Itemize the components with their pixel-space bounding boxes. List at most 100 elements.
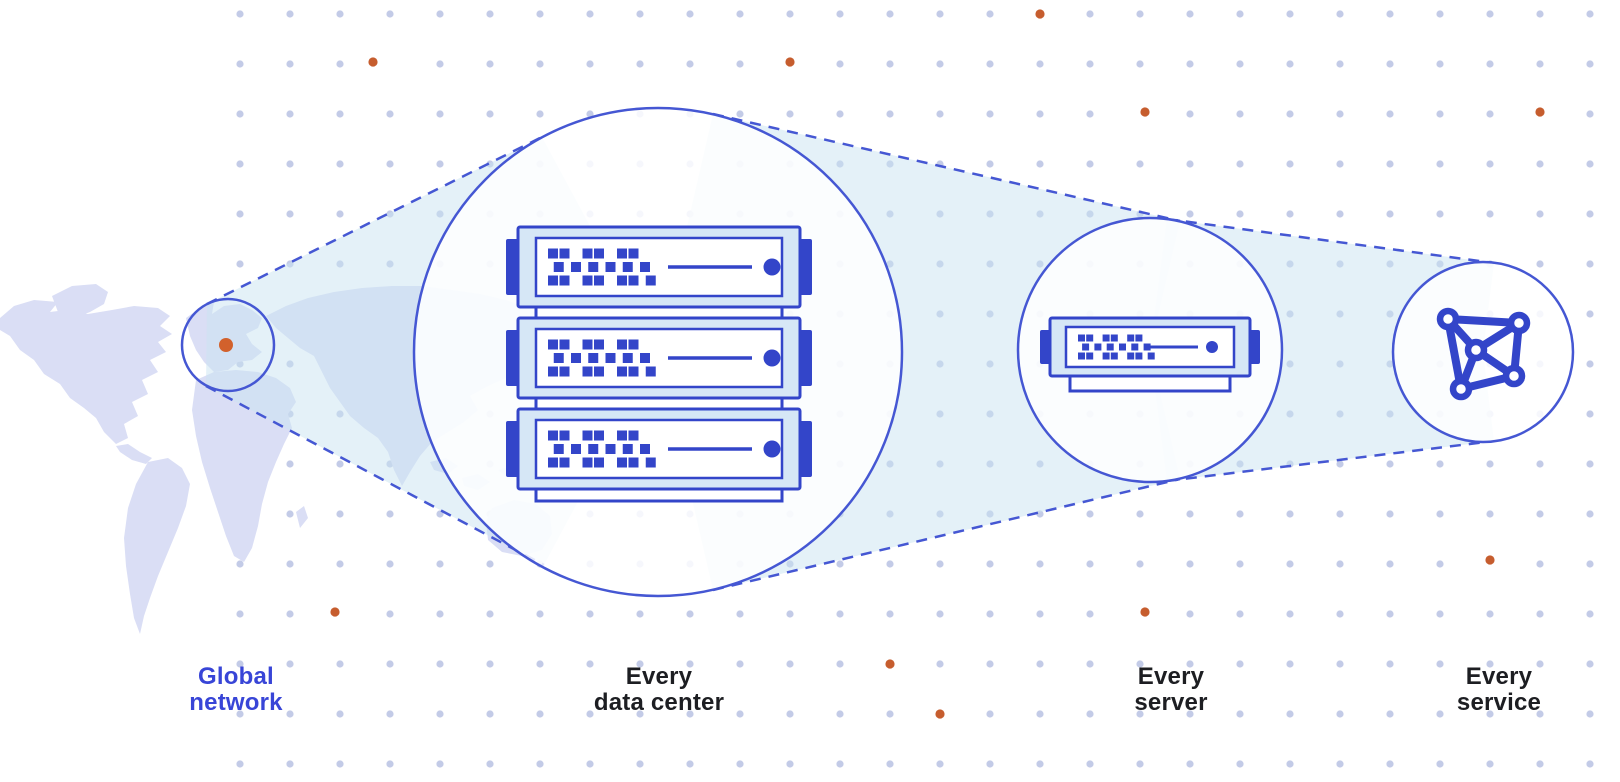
vent-square [1110, 334, 1118, 342]
grid-dot [336, 560, 344, 568]
grid-dot [1336, 560, 1344, 568]
grid-dot [586, 660, 594, 668]
grid-dot [286, 760, 294, 768]
vent-square [640, 353, 650, 363]
grid-dot [1436, 160, 1444, 168]
grid-dot [736, 60, 744, 68]
vent-square [594, 339, 604, 350]
grid-dot [836, 110, 844, 118]
grid-dot [1586, 10, 1594, 18]
mesh-node [1436, 307, 1460, 331]
vent-square [1086, 334, 1094, 342]
grid-dot [1336, 510, 1344, 518]
grid-dot [736, 760, 744, 768]
grid-dot [286, 10, 294, 18]
grid-dot [1436, 760, 1444, 768]
vent-square [617, 248, 627, 259]
grid-dot [1536, 160, 1544, 168]
grid-dot [886, 760, 894, 768]
grid-dot [1386, 710, 1394, 718]
grid-dot [486, 610, 494, 618]
grid-dot [386, 610, 394, 618]
label-line: Every [1137, 663, 1205, 690]
grid-dot [536, 110, 544, 118]
vent-square [559, 430, 570, 441]
grid-dot [1086, 510, 1094, 518]
grid-dot [1486, 110, 1494, 118]
server-unit [506, 225, 812, 309]
grid-dot [686, 660, 694, 668]
grid-dot [1186, 760, 1194, 768]
vent-square [628, 430, 639, 441]
vent-square [640, 262, 650, 272]
grid-dot [736, 10, 744, 18]
grid-dot [1536, 660, 1544, 668]
grid-dot [1086, 760, 1094, 768]
grid-dot [436, 610, 444, 618]
grid-dot [1186, 110, 1194, 118]
grid-dot [1186, 610, 1194, 618]
service-mesh-icon [1436, 307, 1531, 401]
grid-dot [1236, 210, 1244, 218]
accent-dot [1140, 607, 1150, 617]
vent-square [628, 248, 639, 259]
grid-dot [386, 560, 394, 568]
grid-dot [936, 760, 944, 768]
grid-dot [236, 60, 244, 68]
grid-dot [1386, 210, 1394, 218]
grid-dot [1536, 710, 1544, 718]
grid-dot [486, 60, 494, 68]
grid-dot [386, 10, 394, 18]
grid-dot [486, 760, 494, 768]
vent-square [594, 457, 604, 468]
grid-dot [1586, 160, 1594, 168]
grid-dot [336, 660, 344, 668]
grid-dot [1136, 710, 1144, 718]
grid-dot [1086, 610, 1094, 618]
grid-dot [836, 760, 844, 768]
grid-dot [1436, 60, 1444, 68]
server-unit [1040, 316, 1260, 378]
grid-dot [1536, 510, 1544, 518]
grid-dot [1436, 510, 1444, 518]
grid-dot [1436, 10, 1444, 18]
grid-dot [786, 710, 794, 718]
grid-dot [886, 10, 894, 18]
grid-dot [1486, 760, 1494, 768]
mesh-edge [1447, 315, 1520, 327]
grid-dot [1336, 210, 1344, 218]
grid-dot [1186, 710, 1194, 718]
grid-dot [1236, 560, 1244, 568]
grid-dot [236, 760, 244, 768]
grid-dot [1186, 660, 1194, 668]
vent-square [1147, 352, 1155, 360]
grid-dot [986, 560, 994, 568]
grid-dot [386, 760, 394, 768]
vent-square [1127, 352, 1135, 360]
grid-dot [236, 660, 244, 668]
grid-dot [1086, 110, 1094, 118]
grid-dot [986, 160, 994, 168]
grid-dot [386, 710, 394, 718]
grid-dot [986, 760, 994, 768]
grid-dot [286, 660, 294, 668]
grid-dot [1486, 610, 1494, 618]
accent-dot [1485, 555, 1495, 565]
vent-square [582, 248, 593, 259]
grid-dot [1586, 460, 1594, 468]
zoom-beam-dashed-line [712, 477, 1181, 592]
grid-dot [536, 610, 544, 618]
vent-square [645, 275, 656, 286]
vent-square [1094, 343, 1102, 351]
server-vent-pattern [548, 430, 656, 468]
server-unit [506, 316, 812, 400]
vent-square [617, 339, 627, 350]
grid-dot [336, 760, 344, 768]
grid-dot [486, 660, 494, 668]
grid-dot [1286, 10, 1294, 18]
vent-square [553, 444, 564, 454]
accent-dot [1035, 9, 1045, 19]
grid-dot [1036, 160, 1044, 168]
grid-dot [736, 610, 744, 618]
